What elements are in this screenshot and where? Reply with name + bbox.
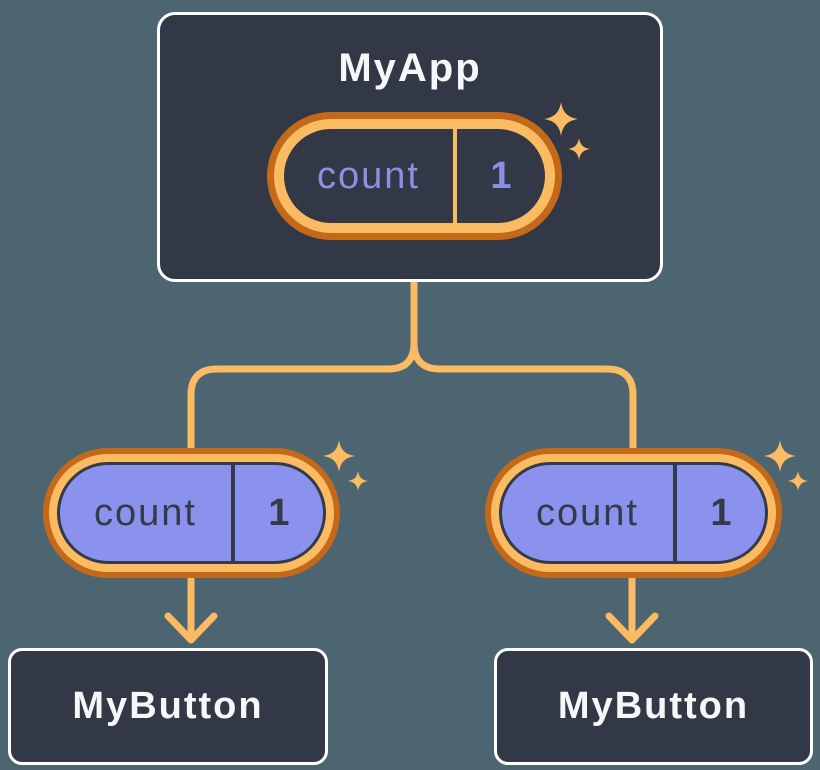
connector-root-to-right-child [410,277,637,474]
sparkle-icon [323,440,355,472]
child-node-left: MyButton [8,648,328,765]
child-node-title: MyButton [72,685,264,727]
sparkle-icon [764,440,796,472]
state-value: 1 [490,154,512,197]
state-label: count [317,154,420,197]
root-state-pill: count 1 [284,129,545,223]
pill-divider [673,465,677,561]
child-node-title: MyButton [557,685,750,727]
prop-value: 1 [710,491,732,534]
child-node-right: MyButton [494,648,813,765]
pill-divider [453,129,457,223]
sparkle-icon [348,471,368,491]
connector-root-to-left-child [187,277,418,474]
arrow-down-icon [605,612,659,644]
root-node-title: MyApp [338,46,482,90]
sparkle-icon [788,471,808,491]
arrow-down-icon [164,612,218,644]
pill-divider [231,465,235,561]
prop-value: 1 [268,491,290,534]
prop-label: count [536,491,639,534]
prop-label: count [94,491,197,534]
prop-pill-left: count 1 [57,462,326,564]
prop-pill-right: count 1 [499,462,768,564]
